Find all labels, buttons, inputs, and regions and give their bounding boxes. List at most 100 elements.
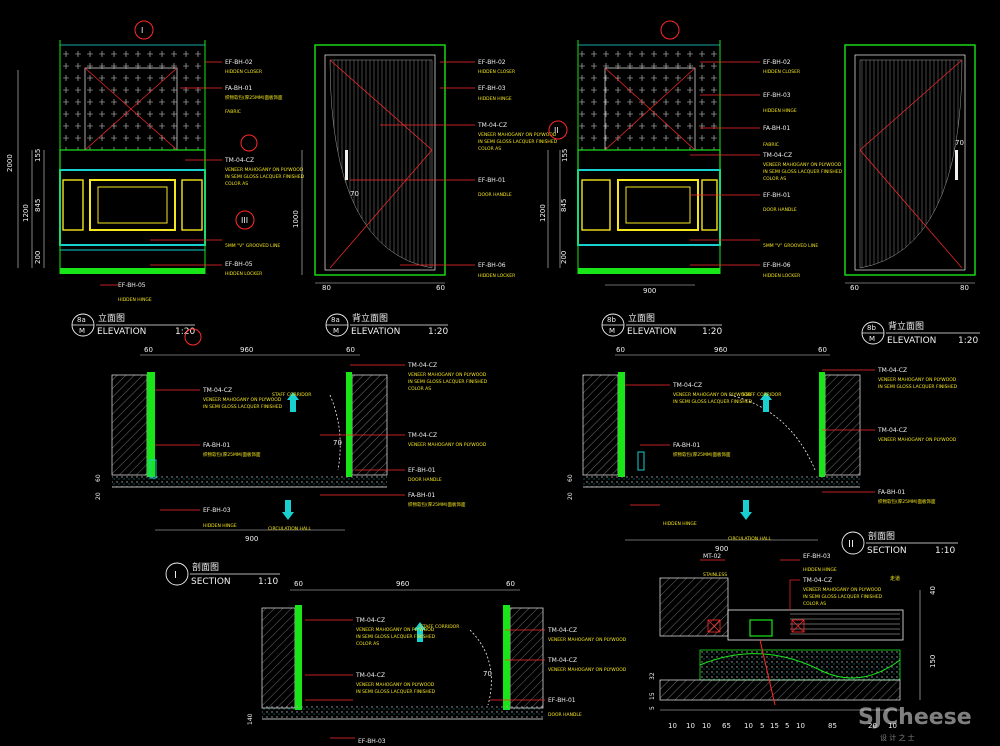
tag-tm04c-plan8a: TM-04-CZ — [407, 432, 437, 439]
staff-8a: STAFF CORRIDOR — [272, 392, 311, 398]
circ-8a: CIRCULATION HALL — [268, 526, 312, 532]
dim-155: 155 — [34, 149, 42, 162]
dim-60-plan8b-l: 60 — [616, 346, 625, 354]
dim-10-e: 10 — [796, 722, 805, 730]
dim-200-8b: 200 — [560, 251, 568, 264]
elevation-8b: II 155 1200 845 200 900 EF-BH-02 HIDDEN … — [539, 20, 843, 295]
tag-fabric-cn-8a: 织物软包(厚25MM)面板饰面 — [225, 94, 283, 101]
tag-veneer1c-plan8a: VENEER MAHOGANY ON PLYWOOD — [408, 442, 487, 448]
scale-8a: 1:20 — [175, 327, 195, 337]
tag-fabric-8b: FABRIC — [763, 142, 779, 148]
tag-veneer2-sec1: IN SEMI GLOSS LACQUER FINISHED — [356, 634, 436, 640]
tag-ef01-8b: EF-BH-01 — [763, 192, 791, 199]
tag-veneer1-back8a: VENEER MAHOGANY ON PLYWOOD — [478, 132, 557, 138]
tag-tm04-plan8a: TM-04-CZ — [202, 387, 232, 394]
dim-60-back8b: 60 — [850, 284, 859, 292]
dim-845-8b: 845 — [560, 199, 568, 212]
title-cn-section-1: 剖面图 — [192, 561, 219, 573]
dim-60-plan8a-v: 60 — [95, 474, 102, 482]
back-elevation-8b: 70 60 80 — [844, 44, 976, 292]
dim-1000-back8a: 1000 — [292, 210, 300, 228]
tag-veneer2b-plan8a: IN SEMI GLOSS LACQUER FINISHED — [408, 379, 488, 385]
circ-8b: CIRCULATION HALL — [728, 536, 772, 542]
tag-fa01-plan8b: FA-BH-01 — [673, 442, 700, 449]
dim-70-back8a: 70 — [350, 190, 359, 198]
title-cn-8a: 立面图 — [98, 312, 125, 324]
code-8b: 8b — [607, 316, 616, 324]
tag-locker-8a: HIDDEN LOCKER — [225, 271, 262, 277]
tag-fa01-8b: FA-BH-01 — [763, 125, 790, 132]
tag-closer-8a: HIDDEN CLOSER — [225, 69, 262, 75]
tag-veneer1-8b: VENEER MAHOGANY ON PLYWOOD — [763, 162, 842, 168]
dim-60-sec1-r: 60 — [506, 580, 515, 588]
tag-handle-back8a: DOOR HANDLE — [478, 192, 512, 198]
dim-155-8b: 155 — [561, 149, 569, 162]
dim-20-plan8b: 20 — [567, 492, 574, 500]
tag-locker-back8a: HIDDEN LOCKER — [478, 273, 515, 279]
tag-locker-8b: HIDDEN LOCKER — [763, 273, 800, 279]
tag-veneer2b-sec1: IN SEMI GLOSS LACQUER FINISHED — [356, 689, 436, 695]
code-section-2: II — [848, 539, 854, 550]
title-cn-8b: 立面图 — [628, 312, 655, 324]
code-section-1: I — [174, 570, 177, 581]
tag-fabric-plan8b: 织物软包(厚25MM)面板饰面 — [673, 451, 731, 458]
dim-900-plan8b: 900 — [715, 545, 728, 553]
tag-veneer2-plan8a: IN SEMI GLOSS LACQUER FINISHED — [203, 404, 283, 410]
tag-groove-8a: 5MM "V" GROOVED LINE — [225, 243, 280, 249]
tag-veneer1-sec2: VENEER MAHOGANY ON PLYWOOD — [803, 587, 882, 593]
sheet-back-8a: M — [333, 327, 339, 335]
svg-text:I: I — [141, 26, 143, 35]
tag-handle-8b: DOOR HANDLE — [763, 207, 797, 213]
dim-60-plan8b-v: 60 — [567, 474, 574, 482]
dim-60-sec1-l: 60 — [294, 580, 303, 588]
code-8a: 8a — [77, 316, 86, 324]
title-en-8b: ELEVATION — [627, 327, 676, 337]
tag-fa01-8a: FA-BH-01 — [225, 85, 252, 92]
tag-ef01-sec1: EF-BH-01 — [548, 697, 576, 704]
dim-10-a: 10 — [668, 722, 677, 730]
tag-tm04c-sec1: TM-04-CZ — [547, 627, 577, 634]
tag-ef02-back8a: EF-BH-02 — [478, 59, 506, 66]
dim-960-plan8a: 960 — [240, 346, 253, 354]
title-elev-8a: 8a M 立面图 ELEVATION 1:20 — [71, 312, 195, 337]
title-en-8a: ELEVATION — [97, 327, 146, 337]
title-en-back-8b: ELEVATION — [887, 336, 936, 346]
tag-fa01b-plan8b: FA-BH-01 — [878, 489, 905, 496]
tag-tm04b-sec1: TM-04-CZ — [355, 672, 385, 679]
watermark-brand: SJCheese — [858, 705, 972, 730]
tag-veneer3-sec2: COLOR AS — [803, 601, 826, 607]
tag-ef03-back8a: EF-BH-03 — [478, 85, 506, 92]
dim-10-c: 10 — [702, 722, 711, 730]
tag-fabric2-plan8b: 织物软包(厚25MM)面板饰面 — [878, 498, 936, 505]
dim-10-f: 10 — [888, 722, 897, 730]
tag-tm04-plan8b: TM-04-CZ — [672, 382, 702, 389]
tag-ef03-sec1: EF-BH-03 — [358, 738, 386, 745]
dim-5-a: 5 — [760, 722, 764, 730]
tag-hinge-back8a: HIDDEN HINGE — [478, 96, 512, 102]
dim-15-sec2: 15 — [649, 692, 656, 700]
tag-hinge-8b: HIDDEN HINGE — [763, 108, 797, 114]
title-section-1: I 剖面图 SECTION 1:10 — [165, 561, 280, 587]
tag-veneer1c-plan8b: VENEER MAHOGANY ON PLYWOOD — [878, 437, 957, 443]
tag-fabric2-plan8a: 织物软包(厚25MM)面板饰面 — [408, 501, 466, 508]
tag-veneer1b-plan8a: VENEER MAHOGANY ON PLYWOOD — [408, 372, 487, 378]
tag-fa01-plan8a: FA-BH-01 — [203, 442, 230, 449]
section-2-drawing: 150 40 32 15 5 10 10 10 65 10 5 15 5 10 … — [649, 553, 937, 730]
title-cn-back-8a: 背立面图 — [352, 312, 388, 324]
staff-8b: STAFF CORRIDOR — [742, 392, 781, 398]
dim-10-d: 10 — [744, 722, 753, 730]
dim-40-sec2: 40 — [929, 586, 937, 595]
tag-ef06-8b: EF-BH-06 — [763, 262, 791, 269]
dim-10-b: 10 — [686, 722, 695, 730]
dim-845: 845 — [34, 199, 42, 212]
scale-8b: 1:20 — [702, 327, 722, 337]
dim-5-sec2-v: 5 — [649, 706, 656, 710]
tag-ef03-plan8a: EF-BH-03 — [203, 507, 231, 514]
tag-hinge-plan8b: HIDDEN HINGE — [663, 521, 697, 527]
code-back-8a: 8a — [331, 316, 340, 324]
tag-veneer1d-sec1: VENEER MAHOGANY ON PLYWOOD — [548, 667, 627, 673]
staff-sec1: STAFF CORRIDOR — [420, 624, 459, 630]
tag-closer-8b: HIDDEN CLOSER — [763, 69, 800, 75]
dim-5-b: 5 — [785, 722, 789, 730]
